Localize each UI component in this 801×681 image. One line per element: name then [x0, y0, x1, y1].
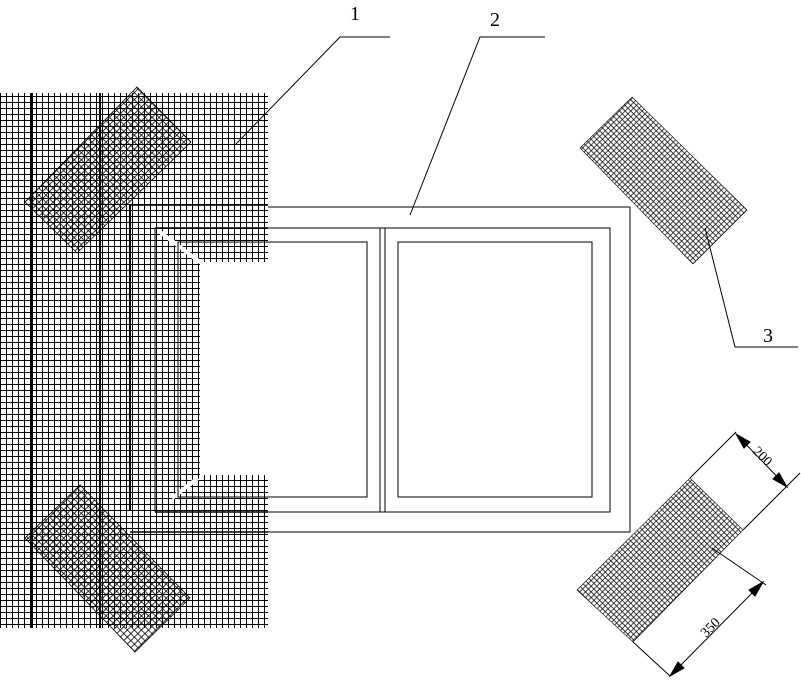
fine-mesh-bottom-left	[24, 484, 191, 653]
dimension-lines	[632, 431, 801, 678]
leader-lines	[234, 36, 798, 348]
label-part-3: 3	[763, 325, 773, 347]
label-part-2: 2	[490, 9, 500, 31]
dimension-length-label: 350	[698, 615, 723, 640]
dimension-width-label: 200	[749, 444, 774, 469]
frame-part-2	[154, 206, 631, 533]
fine-mesh-bottom-right	[576, 477, 744, 643]
label-part-1: 1	[350, 3, 360, 25]
fine-mesh-top-left	[24, 86, 192, 254]
fine-mesh-part-3	[579, 96, 748, 265]
